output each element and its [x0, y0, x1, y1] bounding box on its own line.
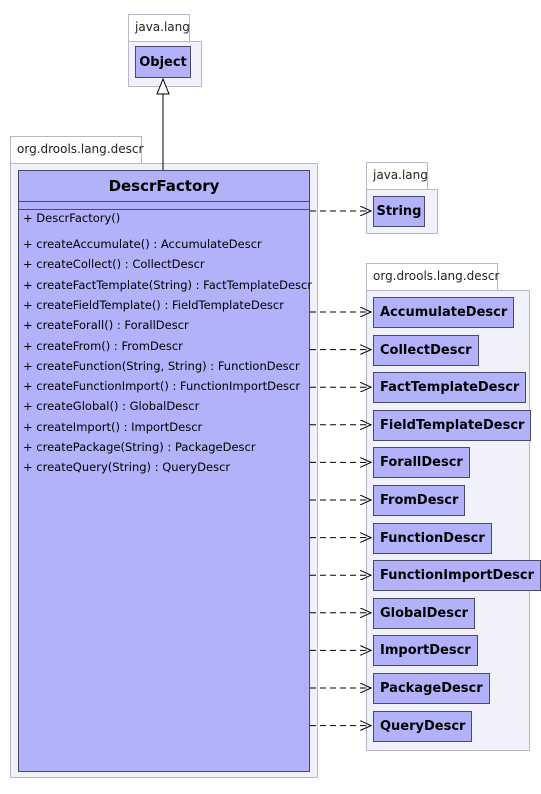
class-packagedescr[interactable]: PackageDescr	[373, 673, 490, 704]
class-object-name: Object	[139, 54, 187, 70]
class-name: GlobalDescr	[380, 605, 469, 621]
method-1: + createCollect() : CollectDescr	[23, 257, 205, 272]
package-name: org.drools.lang.descr	[17, 142, 144, 156]
package-name: java.lang	[135, 20, 190, 34]
class-accumulatedescr[interactable]: AccumulateDescr	[373, 297, 515, 328]
class-facttemplatedescr[interactable]: FactTemplateDescr	[373, 372, 527, 404]
class-collectdescr[interactable]: CollectDescr	[373, 334, 479, 366]
class-globaldescr[interactable]: GlobalDescr	[373, 597, 476, 629]
package-tab-drools-right: org.drools.lang.descr	[366, 263, 500, 291]
method-5: + createFrom() : FromDescr	[23, 338, 183, 353]
method-9: + createImport() : ImportDescr	[23, 419, 203, 434]
class-name: PackageDescr	[380, 681, 483, 696]
class-name: FactTemplateDescr	[380, 380, 520, 396]
class-importdescr[interactable]: ImportDescr	[373, 635, 478, 667]
class-descr-factory[interactable]: DescrFactory + DescrFactory() + createAc…	[18, 170, 313, 772]
class-string[interactable]: String	[373, 196, 425, 227]
class-functionimportdescr[interactable]: FunctionImportDescr	[373, 560, 541, 592]
class-name: FromDescr	[380, 493, 459, 508]
class-name: FunctionImportDescr	[380, 568, 535, 584]
generalization-arrowhead	[156, 77, 170, 95]
class-string-name: String	[376, 204, 422, 219]
operation-divider	[19, 209, 309, 210]
class-name: FieldTemplateDescr	[380, 417, 525, 433]
class-descr-factory-name: DescrFactory	[108, 177, 220, 195]
method-3: + createFieldTemplate() : FieldTemplateD…	[23, 297, 284, 312]
class-foralldescr[interactable]: ForallDescr	[373, 447, 470, 479]
package-tab-drools-main: org.drools.lang.descr	[10, 136, 144, 164]
class-name: CollectDescr	[380, 342, 472, 358]
package-tab-java-lang-right: java.lang	[366, 162, 428, 190]
class-functiondescr[interactable]: FunctionDescr	[373, 522, 492, 554]
method-10: + createPackage(String) : PackageDescr	[23, 440, 256, 454]
package-tab-java-lang-top: java.lang	[128, 14, 190, 42]
method-2: + createFactTemplate(String) : FactTempl…	[23, 277, 313, 292]
class-object[interactable]: Object	[135, 46, 191, 78]
class-fieldtemplatedescr[interactable]: FieldTemplateDescr	[373, 409, 532, 441]
method-4: + createForall() : ForallDescr	[23, 318, 189, 333]
class-name: AccumulateDescr	[380, 305, 508, 320]
method-7: + createFunctionImport() : FunctionImpor…	[23, 379, 301, 394]
class-querydescr[interactable]: QueryDescr	[373, 710, 473, 742]
method-6: + createFunction(String, String) : Funct…	[23, 358, 300, 373]
method-0: + createAccumulate() : AccumulateDescr	[23, 237, 262, 251]
method-11: + createQuery(String) : QueryDescr	[23, 460, 231, 475]
class-name: ImportDescr	[380, 643, 471, 659]
class-name: FunctionDescr	[380, 530, 485, 546]
constructor-descr-factory: + DescrFactory()	[23, 211, 121, 225]
package-name: java.lang	[373, 168, 428, 182]
method-8: + createGlobal() : GlobalDescr	[23, 399, 200, 414]
class-fromdescr[interactable]: FromDescr	[373, 485, 466, 516]
class-name: QueryDescr	[380, 718, 466, 734]
class-name: ForallDescr	[380, 455, 463, 471]
package-name: org.drools.lang.descr	[373, 269, 500, 283]
attribute-divider	[19, 201, 309, 202]
